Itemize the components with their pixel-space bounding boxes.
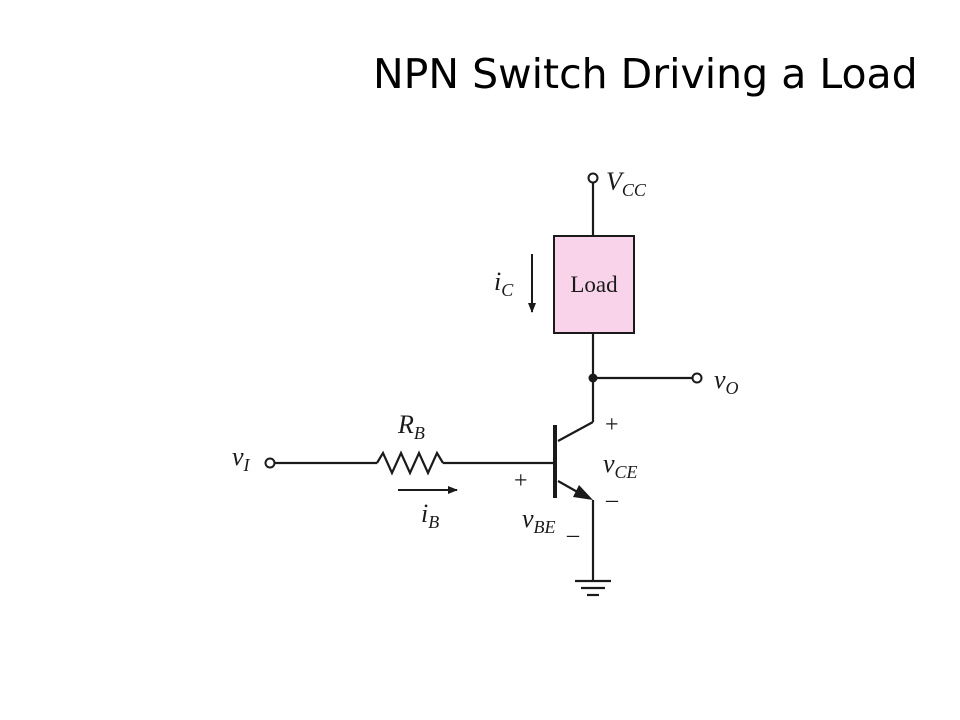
collector-lead — [557, 421, 594, 442]
emitter-arrow — [573, 485, 593, 500]
vcc-terminal — [587, 172, 599, 184]
ib-label: iB — [421, 499, 439, 532]
vo-label: vO — [714, 365, 739, 398]
vo-terminal — [691, 372, 703, 384]
vcc-label: VCC — [606, 167, 647, 200]
resistor-rb — [376, 450, 444, 476]
vi-terminal — [264, 457, 276, 469]
ic-label: iC — [494, 267, 514, 300]
vce-label: vCE — [603, 449, 638, 482]
vce-plus: + — [605, 412, 619, 438]
vbe-minus: – — [566, 522, 580, 548]
rb-label: RB — [397, 410, 425, 443]
vi-label: vI — [232, 442, 251, 475]
diagram-title: NPN Switch Driving a Load — [373, 50, 918, 98]
vbe-plus: + — [514, 468, 528, 494]
load-box — [553, 235, 635, 334]
load-label: Load — [570, 272, 618, 297]
vbe-label: vBE — [522, 504, 556, 537]
vce-minus: – — [605, 487, 619, 513]
